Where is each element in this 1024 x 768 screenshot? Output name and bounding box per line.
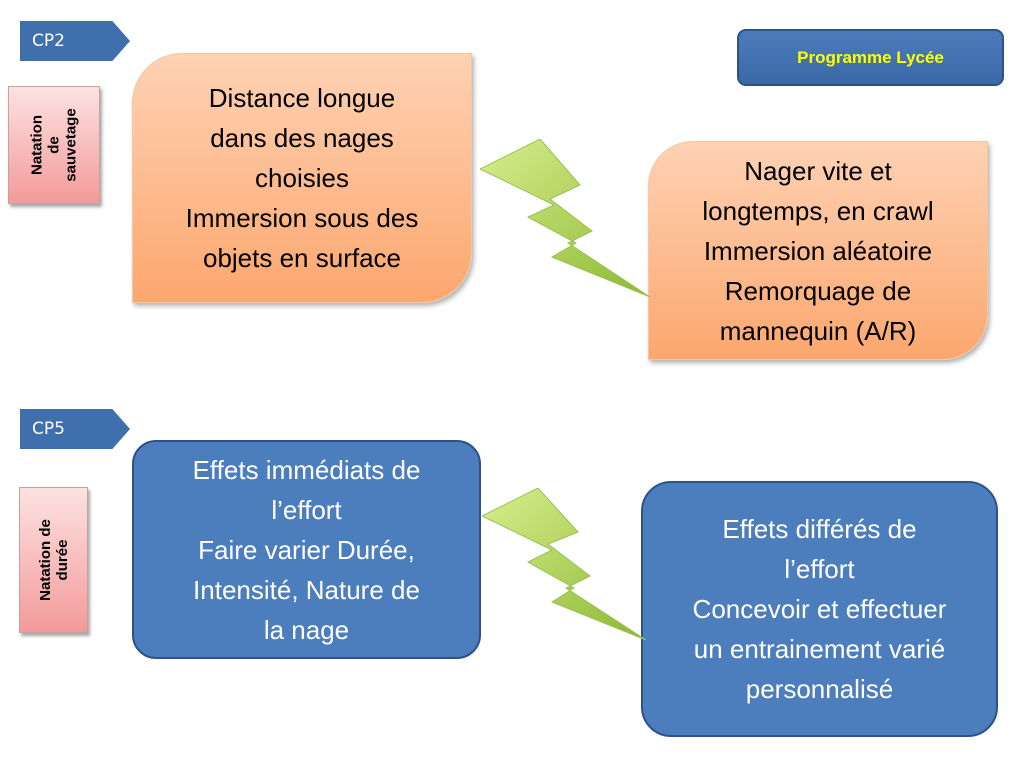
natation-sauvetage-label: Natation de sauvetage <box>8 86 100 204</box>
lightning-bolt-icon <box>480 139 650 297</box>
programme-lycee-label: Programme Lycée <box>737 29 1004 86</box>
natation-sauvetage-text: Natation de sauvetage <box>28 108 80 182</box>
distance-longue-text: Distance longue dans des nages choisies … <box>185 83 419 273</box>
natation-duree-text: Natation de durée <box>36 519 71 601</box>
distance-longue-box: Distance longue dans des nages choisies … <box>132 53 472 303</box>
natation-duree-label: Natation de durée <box>19 487 88 633</box>
effets-differes-text: Effets différés de l’effort Concevoir et… <box>692 514 947 704</box>
effets-differes-box: Effets différés de l’effort Concevoir et… <box>641 481 998 737</box>
effets-immediats-box: Effets immédiats de l’effort Faire varie… <box>132 440 481 659</box>
effets-immediats-text: Effets immédiats de l’effort Faire varie… <box>192 454 421 645</box>
lightning-bolt-icon <box>482 488 646 640</box>
nager-vite-box: Nager vite et longtemps, en crawl Immers… <box>648 141 988 360</box>
nager-vite-text: Nager vite et longtemps, en crawl Immers… <box>702 155 934 346</box>
cp2-tag: CP2 <box>20 21 130 61</box>
cp5-tag: CP5 <box>20 409 130 449</box>
